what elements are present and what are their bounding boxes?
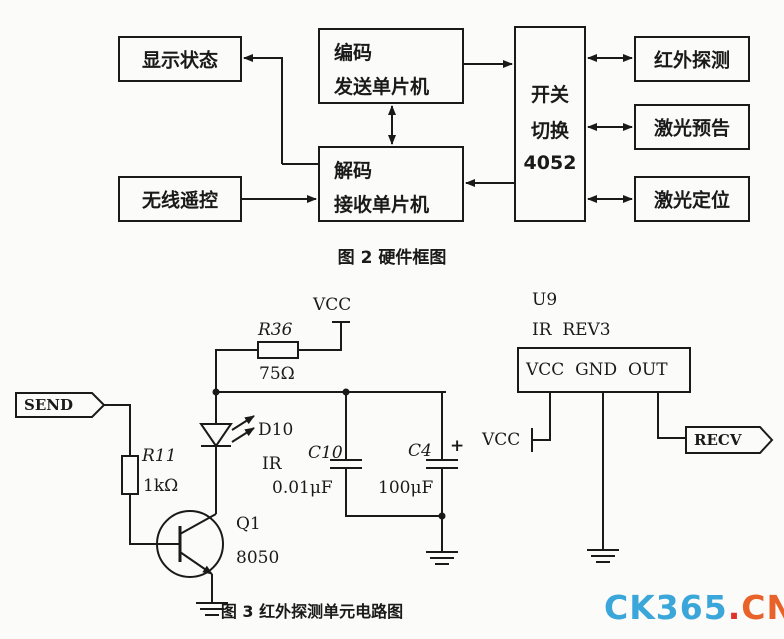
wire-r11-base — [129, 494, 180, 545]
fig2-caption: 图 2 硬件框图 — [337, 248, 447, 268]
wireless-remote-label: 无线遥控 — [141, 189, 218, 212]
wire-r36-node — [215, 349, 258, 392]
encoder-line1: 编码 — [334, 42, 373, 64]
u9-part: IR REV3 — [532, 320, 611, 340]
watermark-domain: CN — [741, 588, 784, 627]
r36-value: 75Ω — [259, 364, 295, 384]
u9-name: U9 — [532, 290, 558, 310]
r11-resistor — [121, 455, 139, 495]
switch-4052-box: 开关 切换 4052 — [514, 26, 586, 222]
u9-pins: VCC GND OUT — [526, 360, 668, 380]
q1-emitter — [179, 551, 213, 575]
display-status-label: 显示状态 — [141, 49, 218, 72]
r11-name: R11 — [142, 446, 177, 466]
decoder-mcu-box: 解码 接收单片机 — [318, 146, 464, 222]
q1-type: 8050 — [236, 548, 280, 568]
send-tag-shape — [15, 392, 106, 418]
infrared-detect-box: 红外探测 — [634, 36, 750, 82]
d10-type: IR — [262, 454, 282, 474]
wire-u9-out — [657, 392, 686, 439]
decoder-line1: 解码 — [334, 160, 373, 182]
q1-name: Q1 — [236, 514, 261, 534]
junction-c10-top — [342, 388, 350, 396]
c4-polarity: + — [450, 436, 465, 456]
d10-name: D10 — [258, 420, 294, 440]
vcc-top-label: VCC — [313, 295, 352, 315]
infrared-detect-label: 红外探测 — [653, 49, 730, 72]
display-status-box: 显示状态 — [118, 36, 242, 82]
c4-value: 100μF — [378, 478, 434, 498]
send-tag-label: SEND — [24, 396, 73, 414]
junction-c4-bottom — [438, 512, 446, 520]
vcc-u9-label: VCC — [482, 430, 521, 450]
junction-r36 — [212, 388, 220, 396]
encoder-line2: 发送单片机 — [334, 76, 430, 98]
laser-warning-label: 激光预告 — [653, 117, 730, 140]
encoder-mcu-box: 编码 发送单片机 — [318, 28, 464, 104]
r36-name: R36 — [258, 320, 293, 340]
d10-diode-triangle — [199, 423, 233, 448]
c10-value: 0.01μF — [272, 478, 333, 498]
wireless-remote-box: 无线遥控 — [118, 176, 242, 222]
arrow-decoder-to-display-2 — [243, 54, 283, 164]
wire-vcc-r36 — [298, 322, 342, 351]
switch-line2: 切换 — [530, 120, 569, 142]
c4-name: C4 — [408, 441, 432, 461]
watermark-main: CK365 — [604, 588, 728, 627]
site-watermark-logo: CK365.CN — [604, 588, 784, 627]
wire-u9-vcc — [532, 392, 551, 441]
watermark-dot: . — [727, 588, 742, 627]
q1-collector — [179, 513, 217, 535]
c10-name: C10 — [308, 443, 343, 463]
d10-emit-arrow-1 — [231, 415, 255, 431]
decoder-line2: 接收单片机 — [334, 194, 430, 216]
switch-line3: 4052 — [523, 152, 577, 174]
laser-position-label: 激光定位 — [653, 189, 730, 212]
wire-send-r11 — [104, 404, 131, 456]
r36-resistor — [257, 341, 299, 359]
laser-position-box: 激光定位 — [634, 176, 750, 222]
wire-c10-bottom — [345, 468, 442, 517]
laser-warning-box: 激光预告 — [634, 104, 750, 150]
fig3-caption: 图 3 红外探测单元电路图 — [220, 602, 404, 621]
switch-line1: 开关 — [530, 84, 569, 106]
recv-tag-shape — [685, 426, 774, 454]
r11-value: 1kΩ — [143, 476, 179, 496]
d10-emit-arrow-2 — [231, 427, 255, 443]
recv-tag-label: RECV — [694, 431, 742, 449]
